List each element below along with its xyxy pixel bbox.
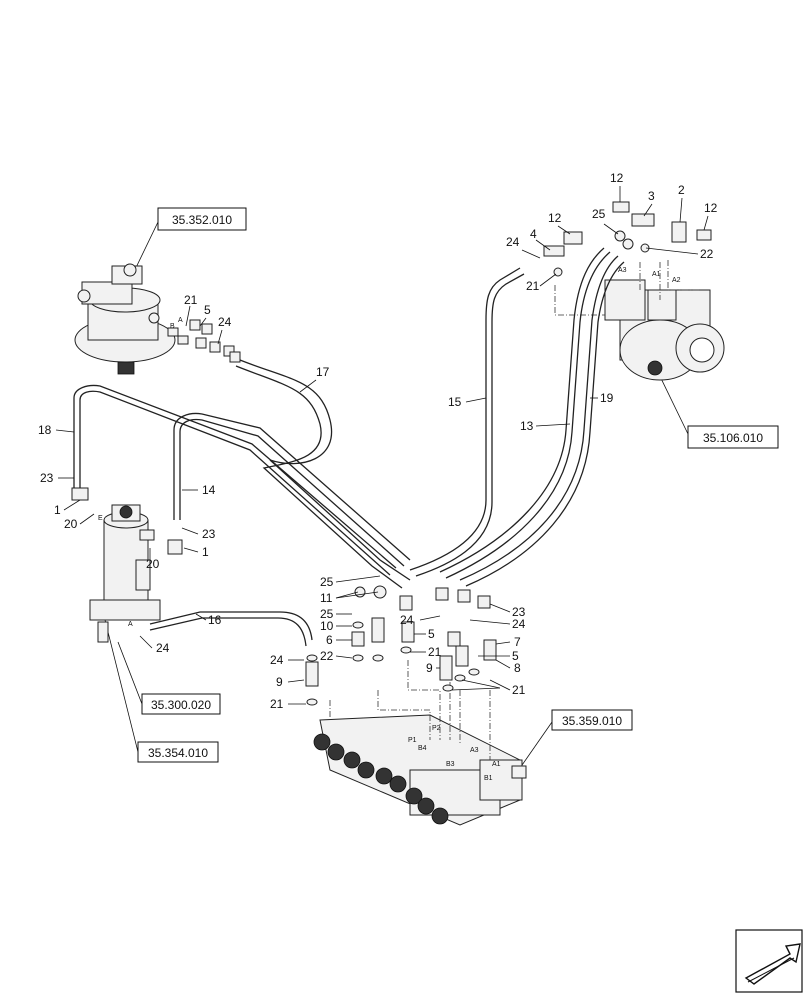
ref-box-main-pump[interactable]: 35.106.010 [687, 425, 779, 449]
port-label-valve-b4: B4 [418, 745, 427, 752]
callout-21d: 21 [428, 645, 442, 659]
callout-17: 17 [316, 365, 330, 379]
callout-22a: 22 [700, 247, 714, 261]
port-label-swivel-a: A [128, 621, 133, 628]
port-label-valve-b1: B1 [484, 775, 493, 782]
callout-24a: 24 [506, 235, 520, 249]
control-valve [313, 714, 527, 826]
swing-motor [74, 263, 176, 375]
port-label-pump-a3: A3 [618, 267, 627, 274]
valve-fittings [305, 585, 497, 706]
swivel-joint [89, 504, 161, 643]
hose-15 [409, 267, 525, 577]
callout-3: 3 [648, 189, 655, 203]
callout-4: 4 [530, 227, 537, 241]
ref-text-control-valve: 35.359.010 [562, 714, 622, 728]
callout-5c: 5 [512, 649, 519, 663]
callout-21a: 21 [526, 279, 540, 293]
elbow-fitting-18 [71, 487, 89, 501]
ref-box-swing-motor[interactable]: 35.352.010 [157, 207, 247, 231]
callout-19: 19 [600, 391, 614, 405]
callout-24d: 24 [270, 653, 284, 667]
callout-13: 13 [520, 419, 534, 433]
callout-1b: 1 [202, 545, 209, 559]
port-label-pump-a2: A2 [672, 277, 681, 284]
port-label-valve-a3: A3 [470, 747, 479, 754]
callout-12b: 12 [704, 201, 718, 215]
hose-19 [459, 255, 625, 587]
callout-8: 8 [514, 661, 521, 675]
ref-text-swivel-joint: 35.300.020 [151, 698, 211, 712]
callout-21c: 21 [270, 697, 284, 711]
callout-6: 6 [326, 633, 333, 647]
callout-24b: 24 [218, 315, 232, 329]
callout-25b: 25 [320, 575, 334, 589]
callout-15: 15 [448, 395, 462, 409]
callout-20a: 20 [64, 517, 78, 531]
callout-10: 10 [320, 619, 334, 633]
callout-16: 16 [208, 613, 222, 627]
ref-text-swing-motor: 35.352.010 [172, 213, 232, 227]
callout-20b: 20 [146, 557, 160, 571]
callout-2: 2 [678, 183, 685, 197]
ref-box-control-valve[interactable]: 35.359.010 [551, 709, 633, 731]
hose-17 [235, 359, 411, 589]
port-label-pump-a1: A1 [652, 271, 661, 278]
hose-16 [149, 611, 313, 647]
callout-7: 7 [514, 635, 521, 649]
port-label-swivel-e: E [98, 515, 103, 522]
callout-23b: 23 [202, 527, 216, 541]
callout-9b: 9 [426, 661, 433, 675]
callout-12c: 12 [548, 211, 562, 225]
callout-23c: 23 [512, 605, 526, 619]
hose-18 [73, 384, 397, 576]
callout-5a: 5 [204, 303, 211, 317]
callout-21e: 21 [512, 683, 526, 697]
callout-12a: 12 [610, 171, 624, 185]
callout-5b: 5 [428, 627, 435, 641]
port-label-valve-b3: B3 [446, 761, 455, 768]
callout-1a: 1 [54, 503, 61, 517]
callout-24c: 24 [156, 641, 170, 655]
orientation-arrow-icon [735, 929, 803, 993]
callout-23a: 23 [40, 471, 54, 485]
port-label-valve-a1: A1 [492, 761, 501, 768]
port-label-motor-b: B [170, 323, 175, 330]
ref-text-swivel-joint-2: 35.354.010 [148, 746, 208, 760]
ref-box-swivel-joint-2[interactable]: 35.354.010 [137, 741, 219, 763]
port-label-valve-p2: P2 [432, 725, 441, 732]
elbow-fitting-14 [167, 539, 183, 555]
callout-24f: 24 [400, 613, 414, 627]
callout-14: 14 [202, 483, 216, 497]
main-pump [604, 279, 725, 381]
hose-14 [173, 412, 411, 567]
callout-25a: 25 [592, 207, 606, 221]
callout-22b: 22 [320, 649, 334, 663]
callout-21b: 21 [184, 293, 198, 307]
port-label-valve-p1: P1 [408, 737, 417, 744]
port-label-motor-a: A [178, 317, 183, 324]
ref-box-swivel-joint[interactable]: 35.300.020 [141, 693, 221, 715]
ref-text-main-pump: 35.106.010 [703, 431, 763, 445]
pump-fittings [543, 201, 712, 277]
callout-25c: 25 [320, 607, 334, 621]
hose-13 [439, 247, 611, 579]
callout-11: 11 [320, 591, 333, 605]
callout-24e: 24 [512, 617, 526, 631]
callout-9a: 9 [276, 675, 283, 689]
callout-18: 18 [38, 423, 52, 437]
motor-fittings [167, 319, 241, 363]
